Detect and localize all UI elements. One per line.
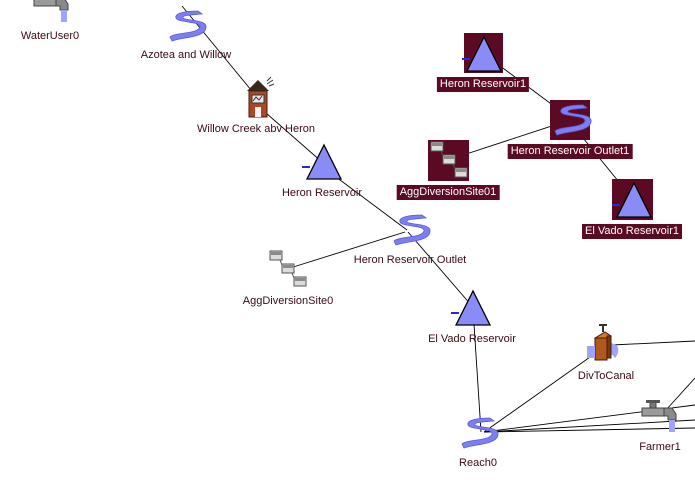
heron-reservoir-label: Heron Reservoir [281,187,363,199]
agg-diversion-site0-label: AggDiversionSite0 [242,295,334,307]
water-user0-node[interactable] [33,0,69,23]
reach0-label: Reach0 [459,457,497,469]
farmer1-label: Farmer1 [639,441,681,453]
reach-icon [393,214,431,246]
reach-icon [461,417,499,449]
azotea-willow-label: Azotea and Willow [140,49,232,61]
el-vado-reservoir1-node[interactable] [611,179,653,220]
faucet-icon [33,0,69,23]
el-vado-reservoir1-label: El Vado Reservoir1 [582,224,682,239]
water-user0-label: WaterUser0 [20,30,80,42]
willow-creek-label: Willow Creek abv Heron [197,123,315,135]
div-to-canal-node[interactable] [587,324,619,361]
heron-reservoir-outlet1-label: Heron Reservoir Outlet1 [507,144,633,159]
heron-reservoir1-node[interactable] [461,33,503,73]
el-vado-reservoir-label: El Vado Reservoir [428,333,516,345]
heron-reservoir-outlet-label: Heron Reservoir Outlet [353,254,467,266]
reservoir-icon [450,290,491,326]
gage-house-icon [247,76,275,118]
willow-creek-node[interactable] [247,76,275,118]
heron-reservoir-outlet1-node[interactable] [550,100,592,140]
azotea-willow-node[interactable] [169,10,207,42]
agg-diversion-icon [269,250,307,287]
el-vado-reservoir-node[interactable] [450,290,491,326]
reach0-node[interactable] [461,417,499,449]
reach-icon [169,10,207,42]
agg-diversion-site0-node[interactable] [269,250,307,287]
diversion-gate-icon [587,324,619,361]
div-to-canal-label: DivToCanal [577,370,635,382]
heron-reservoir-outlet-node[interactable] [393,214,431,246]
agg-diversion-site01-label: AggDiversionSite01 [396,185,500,200]
heron-reservoir1-label: Heron Reservoir1 [436,77,530,92]
agg-diversion-site01-node[interactable] [428,140,469,181]
